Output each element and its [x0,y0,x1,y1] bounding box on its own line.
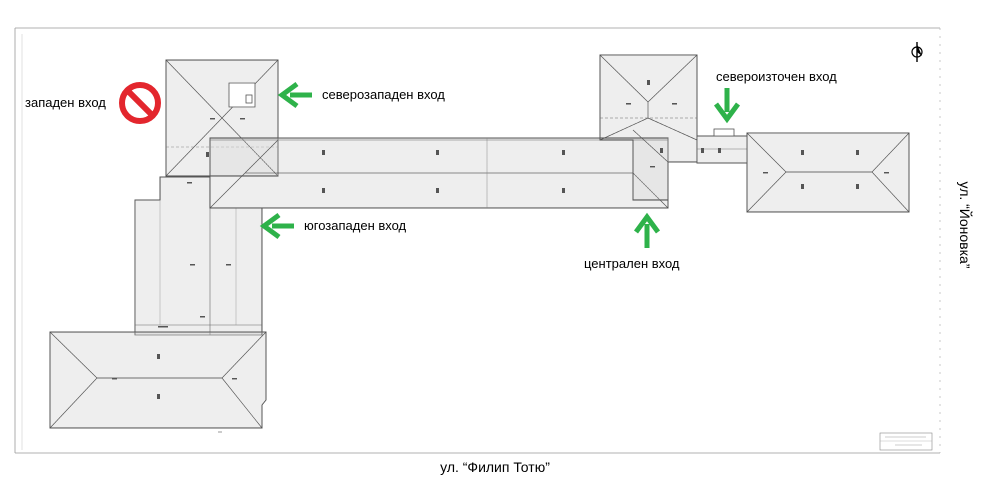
building-southwest-wing [49,331,267,433]
north-arrow-icon [911,42,923,62]
green-arrow-icon [633,212,661,248]
street-label-bottom: ул. “Филип Тотю” [440,459,550,475]
building-east-wing [746,132,910,213]
building-central-block [599,54,698,201]
green-arrow-icon [277,81,312,109]
central-entrance-label: централен вход [584,256,680,271]
northeast-entrance-label: североизточен вход [716,69,837,84]
sheet-frame [14,27,941,454]
west-entrance-label: западен вход [25,95,106,110]
green-arrow-icon [259,212,294,240]
building-main-wing [209,137,669,209]
building-connector [696,128,748,164]
southwest-entrance-label: югозападен вход [304,218,407,233]
level-marks [112,80,889,399]
title-block [879,432,933,451]
green-arrow-icon [713,88,741,124]
northwest-entrance-label: северозападен вход [322,87,445,102]
no-entry-icon [119,82,161,124]
street-label-right: ул. “Йоновка” [957,181,973,269]
